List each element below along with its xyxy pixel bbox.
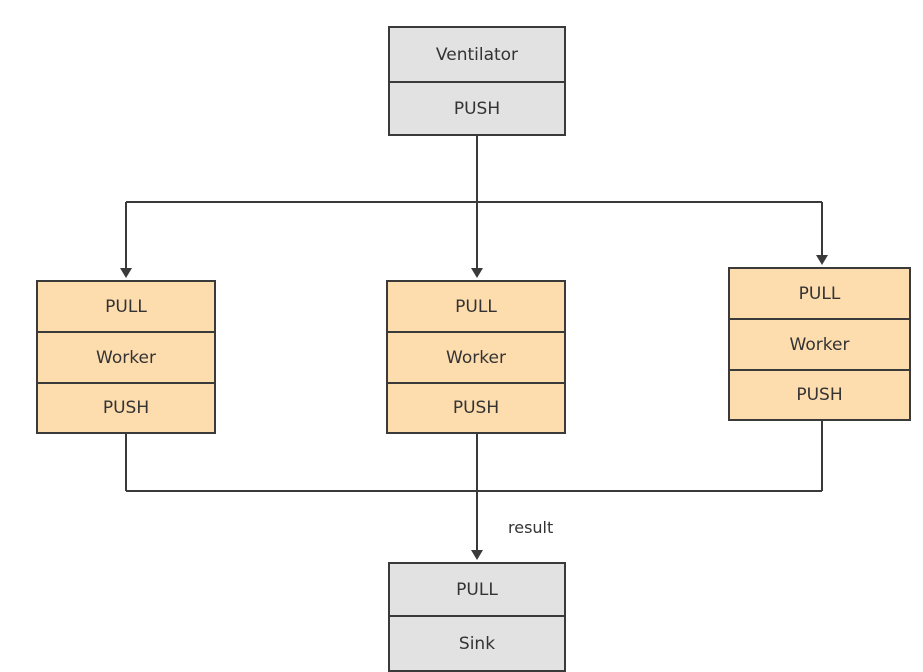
connector-lines [120, 135, 828, 560]
ventilator-title: Ventilator [390, 28, 564, 83]
sink-pull-socket: PULL [390, 564, 564, 617]
worker-1-name: Worker [38, 333, 214, 384]
worker-2-push-socket: PUSH [388, 384, 564, 432]
ventilator-node: Ventilator PUSH [388, 26, 566, 136]
worker-3-name: Worker [730, 320, 909, 371]
worker-1-pull-socket: PULL [38, 282, 214, 333]
worker-2-name: Worker [388, 333, 564, 384]
ventilator-push-socket: PUSH [390, 83, 564, 134]
sink-title: Sink [390, 617, 564, 670]
worker-node-2: PULL Worker PUSH [386, 280, 566, 434]
result-edge-label: result [508, 518, 554, 537]
worker-node-1: PULL Worker PUSH [36, 280, 216, 434]
worker-3-push-socket: PUSH [730, 371, 909, 419]
worker-1-push-socket: PUSH [38, 384, 214, 432]
worker-node-3: PULL Worker PUSH [728, 267, 911, 421]
sink-node: PULL Sink [388, 562, 566, 672]
worker-2-pull-socket: PULL [388, 282, 564, 333]
worker-3-pull-socket: PULL [730, 269, 909, 320]
